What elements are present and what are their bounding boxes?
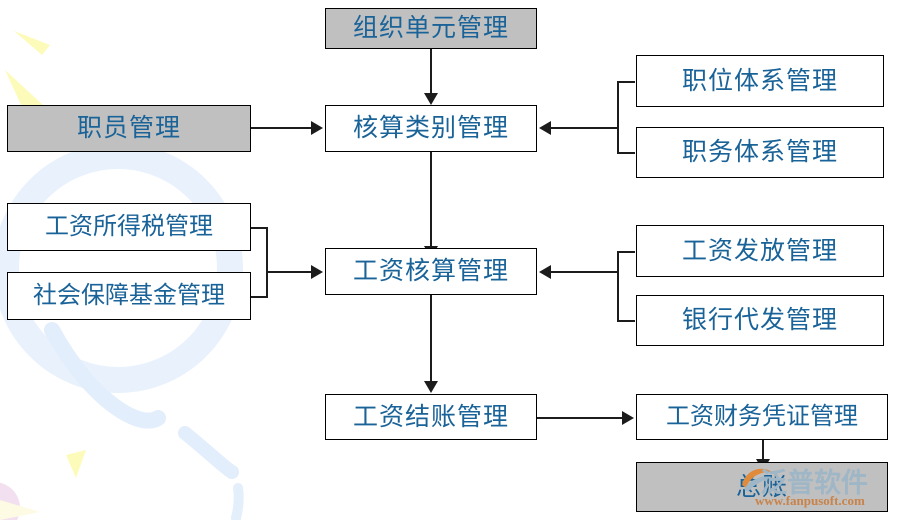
decor-arc-blue-2	[178, 426, 239, 479]
node-salary-voucher[interactable]: 工资财务凭证管理	[636, 394, 888, 440]
edge-org-unit-to-acct-category	[430, 48, 432, 94]
decor-triangle-yellow-1	[14, 31, 50, 55]
node-position-sys[interactable]: 职位体系管理	[636, 55, 884, 107]
edge-salary-acct-to-salary-close	[430, 295, 432, 382]
arrowhead-down-salary-close	[424, 381, 438, 393]
arrowhead-left-acct-category	[539, 121, 551, 135]
edge-staff-to-acct-category	[250, 127, 312, 129]
edge-salary-pay-stub	[617, 251, 635, 253]
arrowhead-right-acct-category	[311, 121, 323, 135]
decor-arc-blue-1	[44, 322, 166, 429]
node-income-tax[interactable]: 工资所得税管理	[7, 203, 251, 251]
decor-circle-blue	[0, 143, 243, 393]
arrowhead-right-salary-acct	[311, 265, 323, 279]
node-social-fund[interactable]: 社会保障基金管理	[7, 272, 251, 320]
edge-bank-agent-stub	[617, 320, 635, 322]
node-staff[interactable]: 职员管理	[7, 105, 251, 152]
edge-bracket-to-acct-category	[551, 127, 619, 129]
edge-voucher-to-general-ledger	[762, 440, 764, 462]
arrowhead-down-acct-category	[424, 93, 438, 105]
node-salary-pay[interactable]: 工资发放管理	[636, 225, 884, 277]
edge-bracket-to-salary-acct	[551, 271, 619, 273]
node-salary-acct[interactable]: 工资核算管理	[325, 248, 537, 295]
node-salary-close[interactable]: 工资结账管理	[325, 394, 537, 440]
decor-triangle-yellow-4	[66, 450, 86, 478]
decor-wash-yellow	[0, 500, 40, 520]
decor-arc-blue-3	[231, 483, 244, 520]
decor-triangle-yellow-2	[5, 70, 43, 107]
edge-left-bracket-to-salary-acct	[266, 271, 312, 273]
node-duty-sys[interactable]: 职务体系管理	[636, 127, 884, 178]
decor-circle-pink	[0, 482, 20, 520]
arrowhead-right-salary-voucher	[622, 411, 634, 425]
node-org-unit[interactable]: 组织单元管理	[325, 8, 537, 49]
edge-income-tax-stub	[250, 227, 268, 229]
arrowhead-left-salary-acct	[539, 265, 551, 279]
node-acct-category[interactable]: 核算类别管理	[325, 105, 537, 152]
edge-social-fund-stub	[250, 296, 268, 298]
node-general-ledger[interactable]: 总账	[636, 462, 888, 512]
edge-position-sys-stub	[617, 81, 635, 83]
edge-duty-sys-stub	[617, 152, 635, 154]
edge-right-bracket-bottom	[617, 251, 619, 322]
edge-acct-category-to-salary-acct	[430, 152, 432, 248]
node-bank-agent[interactable]: 银行代发管理	[636, 295, 884, 346]
edge-right-bracket-top	[617, 81, 619, 153]
decor-triangle-yellow-3	[13, 322, 32, 350]
edge-salary-close-to-voucher	[537, 417, 623, 419]
edge-left-bracket	[266, 227, 268, 298]
